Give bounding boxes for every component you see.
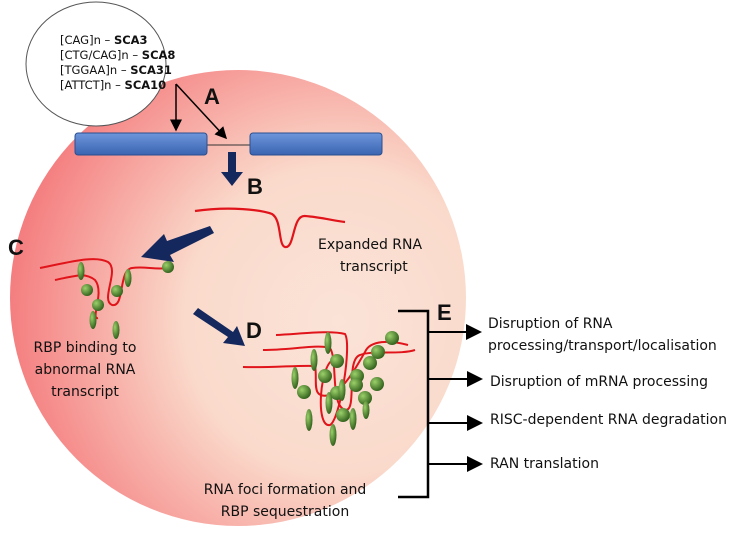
repeat-disease: SCA3: [114, 33, 148, 47]
repeat-disease: SCA31: [130, 63, 172, 77]
rna-foci-label: RBP sequestration: [221, 504, 349, 520]
repeat-disease: SCA10: [125, 78, 167, 92]
rna-foci-label: RNA foci formation and: [204, 482, 367, 498]
rbp-binding-label: RBP binding to: [34, 340, 137, 356]
arrow-d: [193, 308, 245, 346]
rbp-binding-label: abnormal RNA: [35, 362, 136, 378]
label-b: B: [247, 174, 263, 199]
exon-2: [249, 132, 383, 156]
repeat-seq: [TGGAA]n –: [60, 63, 130, 77]
label-a: A: [204, 84, 220, 109]
rbp-binding-label: transcript: [51, 384, 119, 400]
exon-1: [74, 132, 208, 156]
outcome-text: Disruption of mRNA processing: [490, 374, 708, 390]
arrow-c: [141, 226, 214, 262]
rbp-binding-cluster: [39, 258, 174, 339]
outcome-bracket: [398, 309, 483, 499]
repeat-seq: [CTG/CAG]n –: [60, 48, 142, 62]
svg-text:[ATTCT]n – SCA10: [ATTCT]n – SCA10: [60, 78, 166, 92]
svg-text:[CTG/CAG]n – SCA8: [CTG/CAG]n – SCA8: [60, 48, 175, 62]
expanded-rna-label: Expanded RNA: [318, 237, 423, 253]
expanded-rna: [194, 207, 346, 249]
arrow-b: [221, 152, 243, 186]
label-c: C: [8, 235, 24, 260]
expanded-rna-label: transcript: [340, 259, 408, 275]
repeat-disease: SCA8: [142, 48, 176, 62]
svg-text:[TGGAA]n – SCA31: [TGGAA]n – SCA31: [60, 63, 172, 77]
outcome-text: processing/transport/localisation: [488, 338, 717, 354]
outcome-text: Disruption of RNA: [488, 316, 613, 332]
flow-arrows: [141, 152, 245, 346]
label-e: E: [437, 300, 452, 325]
gene: [74, 83, 383, 156]
svg-text:[CAG]n – SCA3: [CAG]n – SCA3: [60, 33, 148, 47]
label-d: D: [246, 318, 262, 343]
repeat-seq: [ATTCT]n –: [60, 78, 125, 92]
rna-foci-cluster: [242, 331, 416, 446]
repeat-seq: [CAG]n –: [60, 33, 114, 47]
repeat-callout: [CAG]n – SCA3 [CTG/CAG]n – SCA8 [TGGAA]n…: [25, 1, 175, 127]
outcome-text: RISC-dependent RNA degradation: [490, 412, 727, 428]
outcome-text: RAN translation: [490, 456, 599, 472]
